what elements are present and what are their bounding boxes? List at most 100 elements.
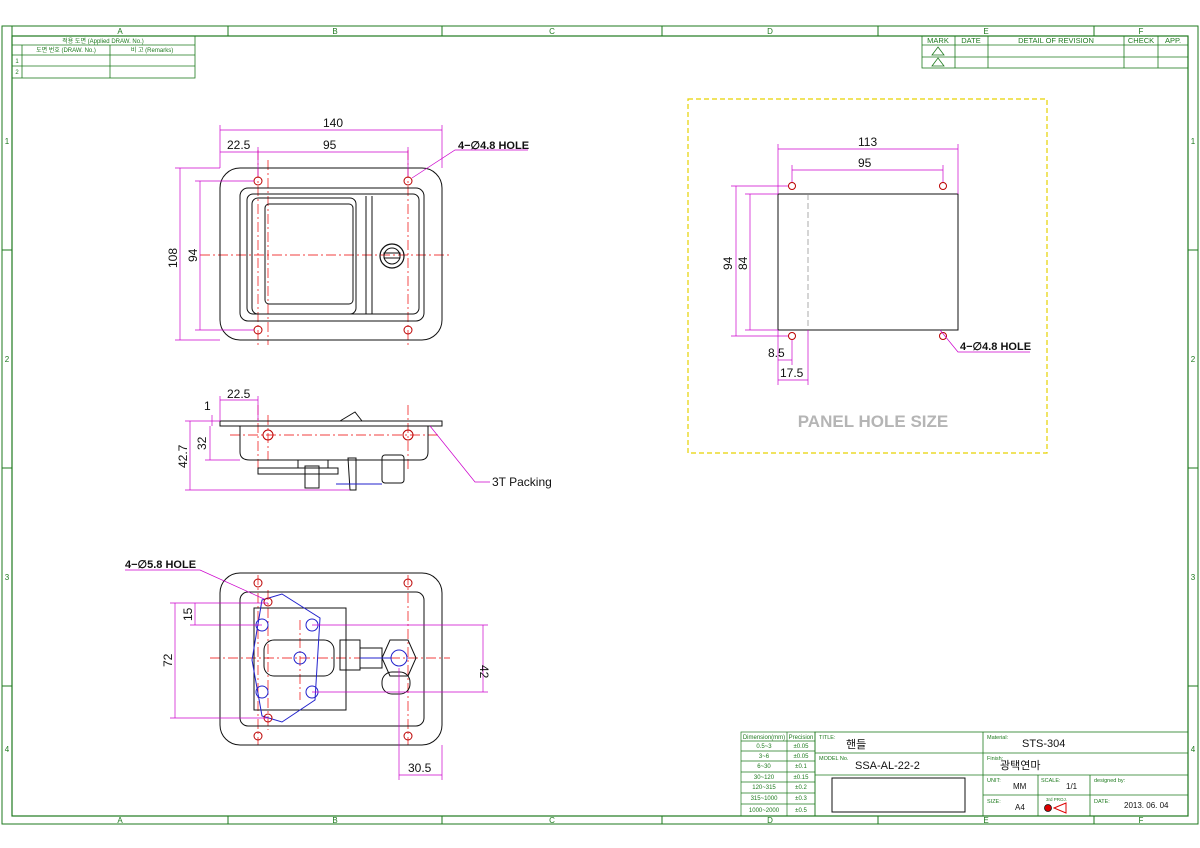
col-label-bottom: F <box>1139 816 1144 825</box>
size-value: A4 <box>1015 803 1025 812</box>
rear-dim-30-5: 30.5 <box>408 761 432 775</box>
row-label-right: 1 <box>1191 137 1196 146</box>
tol-header-prec: Precision <box>789 735 814 741</box>
tolerance-table: Dimension(mm) Precision 0.5~3 ±0.05 3~6 … <box>740 731 816 817</box>
applied-col-drawno: 도면 번호 (DRAW. No.) <box>36 46 96 54</box>
sheet-frame <box>1 25 1199 825</box>
title-block: TITLE: MODEL No. Material: Finish: UNIT:… <box>814 731 1189 817</box>
front-dim-22-5: 22.5 <box>227 138 251 152</box>
applied-drawing-table: 적용 도면 (Applied DRAW. No.) 도면 번호 (DRAW. N… <box>11 35 196 79</box>
finish-value: 광택연마 <box>1000 759 1040 772</box>
side-dim-1: 1 <box>204 399 211 413</box>
tol-prec: ±0.3 <box>795 796 807 802</box>
designed-label: designed by: <box>1094 778 1126 784</box>
side-dim-32: 32 <box>195 436 209 450</box>
col-label-bottom: A <box>117 816 123 825</box>
title-label: TITLE: <box>819 735 836 741</box>
tol-prec: ±0.05 <box>794 744 810 750</box>
row-label-left: 1 <box>5 137 10 146</box>
row-label-right: 3 <box>1191 573 1196 582</box>
date-value: 2013. 06. 04 <box>1124 801 1169 810</box>
front-dim-94: 94 <box>186 248 200 262</box>
side-dim-22-5: 22.5 <box>227 387 251 401</box>
panel-hole-note: 4−∅4.8 HOLE <box>960 341 1031 353</box>
model-label: MODEL No. <box>819 756 849 762</box>
side-dim-42-7: 42.7 <box>176 444 190 468</box>
col-label-top: E <box>983 27 988 36</box>
tol-dim: 3~6 <box>759 754 770 760</box>
rev-col-mark: MARK <box>927 36 949 45</box>
tol-prec: ±0.5 <box>795 808 807 814</box>
tol-dim: 315~1000 <box>751 796 779 802</box>
front-dim-108: 108 <box>166 248 180 268</box>
rear-dim-72: 72 <box>161 653 175 667</box>
tol-prec: ±0.05 <box>794 754 810 760</box>
col-label-bottom: E <box>983 816 988 825</box>
panel-dim-94: 94 <box>721 256 735 270</box>
front-dim-95: 95 <box>323 138 337 152</box>
side-packing-note: 3T Packing <box>492 475 552 489</box>
scale-label: SCALE: <box>1041 778 1061 784</box>
rear-hole-note: 4−∅5.8 HOLE <box>125 559 196 571</box>
tol-dim: 120~315 <box>752 785 776 791</box>
row-label-right: 4 <box>1191 745 1196 754</box>
col-label-top: F <box>1139 27 1144 36</box>
panel-hole-view: 113 95 94 84 8.5 17.5 4−∅4.8 HOLE PANEL … <box>687 98 1048 454</box>
panel-dim-8-5: 8.5 <box>768 346 785 360</box>
date-label: DATE: <box>1094 799 1110 805</box>
row-label-right: 2 <box>1191 355 1196 364</box>
row-label-left: 3 <box>5 573 10 582</box>
scale-value: 1/1 <box>1066 782 1078 791</box>
finish-label: Finish: <box>987 756 1004 762</box>
rear-view: 4−∅5.8 HOLE 15 72 42 30.5 <box>125 559 491 780</box>
applied-row-no: 1 <box>15 59 19 65</box>
frame-labels: A B C D E F A B C D E F 1 2 3 4 1 2 3 4 <box>5 27 1196 825</box>
side-view: 22.5 1 42.7 32 3T Packing <box>176 387 552 491</box>
applied-header: 적용 도면 (Applied DRAW. No.) <box>62 37 144 45</box>
tol-dim: 0.5~3 <box>756 744 772 750</box>
row-label-left: 4 <box>5 745 10 754</box>
rev-col-app: APP. <box>1165 36 1181 45</box>
material-value: STS-304 <box>1022 738 1065 750</box>
col-label-top: B <box>332 27 337 36</box>
projection-label: 3rd PROJ. <box>1046 797 1067 802</box>
applied-row-no: 2 <box>15 70 19 76</box>
rear-dim-42: 42 <box>477 665 491 679</box>
col-label-top: C <box>549 27 555 36</box>
panel-dim-17-5: 17.5 <box>780 366 804 380</box>
front-view: 140 22.5 95 4−∅4.8 HOLE 108 94 <box>166 116 529 345</box>
unit-label: UNIT: <box>987 778 1001 784</box>
tol-prec: ±0.2 <box>795 785 807 791</box>
title-value: 핸들 <box>846 738 866 751</box>
row-label-left: 2 <box>5 355 10 364</box>
col-label-top: D <box>767 27 773 36</box>
col-label-bottom: C <box>549 816 555 825</box>
panel-dim-84: 84 <box>736 256 750 270</box>
panel-caption: PANEL HOLE SIZE <box>798 412 949 431</box>
col-label-bottom: B <box>332 816 337 825</box>
projection-symbol-icon <box>1044 802 1067 814</box>
rev-col-check: CHECK <box>1128 36 1154 45</box>
tol-header-dim: Dimension(mm) <box>743 735 785 741</box>
model-value: SSA-AL-22-2 <box>855 760 920 772</box>
tol-dim: 30~120 <box>754 775 775 781</box>
tol-prec: ±0.15 <box>794 775 810 781</box>
unit-value: MM <box>1013 782 1027 791</box>
revision-table: MARK DATE DETAIL OF REVISION CHECK APP. <box>921 35 1189 69</box>
col-label-bottom: D <box>767 816 773 825</box>
rev-col-date: DATE <box>961 36 980 45</box>
tol-dim: 1000~2000 <box>749 808 780 814</box>
logo-box <box>831 777 966 813</box>
tol-dim: 6~30 <box>757 764 771 770</box>
rev-col-detail: DETAIL OF REVISION <box>1018 36 1094 45</box>
front-hole-note: 4−∅4.8 HOLE <box>458 140 529 152</box>
applied-col-remarks: 비 고 (Remarks) <box>131 46 173 54</box>
panel-dim-113: 113 <box>858 135 877 149</box>
panel-dim-95: 95 <box>858 156 872 170</box>
material-label: Material: <box>987 735 1009 741</box>
front-dim-140: 140 <box>323 116 343 130</box>
col-label-top: A <box>117 27 123 36</box>
size-label: SIZE: <box>987 799 1001 805</box>
tol-prec: ±0.1 <box>795 764 807 770</box>
